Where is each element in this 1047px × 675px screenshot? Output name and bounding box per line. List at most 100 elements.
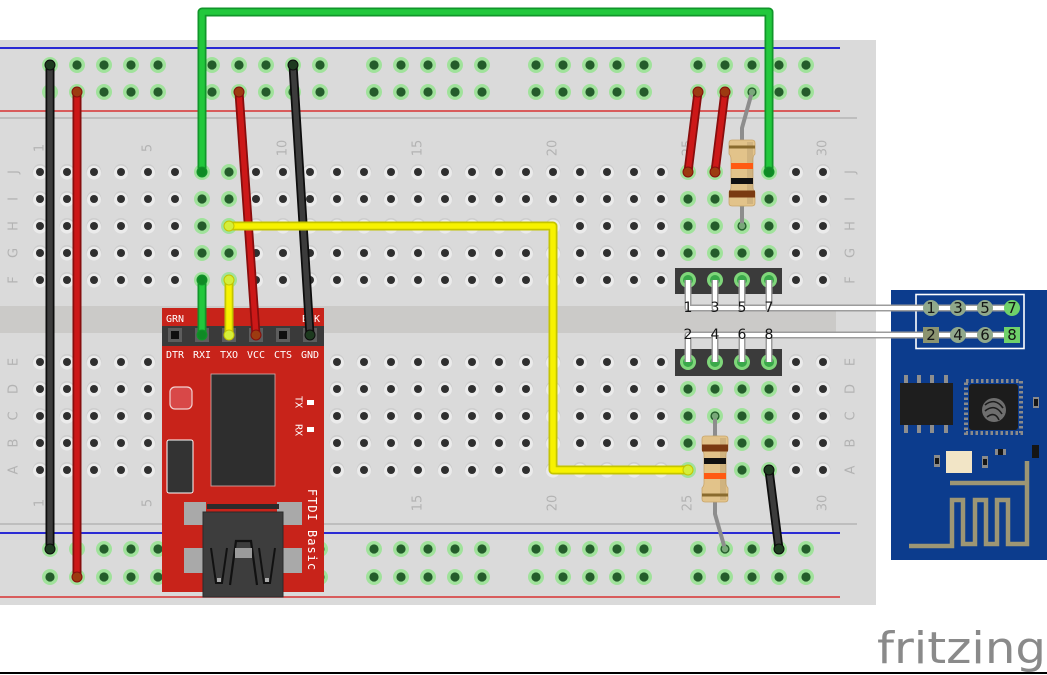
hole-C30[interactable]	[815, 408, 831, 424]
hole-C23[interactable]	[626, 408, 642, 424]
resistor-leg-end[interactable]	[738, 222, 746, 230]
hole-I20[interactable]	[545, 191, 561, 207]
hole-E12[interactable]	[329, 354, 345, 370]
hole-H6[interactable]	[167, 218, 183, 234]
wire-end-handle[interactable]	[287, 59, 299, 71]
hole-D22[interactable]	[599, 381, 615, 397]
wire-txo-to-esp[interactable]	[223, 220, 694, 476]
hole-A27[interactable]	[734, 462, 750, 478]
hole-F3[interactable]	[86, 272, 102, 288]
hole-D24[interactable]	[653, 381, 669, 397]
rail-hole-BP22[interactable]	[717, 569, 733, 585]
hole-G25[interactable]	[680, 245, 696, 261]
hole-J13[interactable]	[356, 164, 372, 180]
hole-D12[interactable]	[329, 381, 345, 397]
rail-hole-TN22[interactable]	[717, 57, 733, 73]
hole-I4[interactable]	[113, 191, 129, 207]
hole-H30[interactable]	[815, 218, 831, 234]
rail-hole-TN15[interactable]	[474, 57, 490, 73]
rail-hole-TN13[interactable]	[420, 57, 436, 73]
wire-end-handle[interactable]	[196, 274, 208, 286]
rail-hole-BN20[interactable]	[636, 541, 652, 557]
hole-B30[interactable]	[815, 435, 831, 451]
hole-D4[interactable]	[113, 381, 129, 397]
hole-I15[interactable]	[410, 191, 426, 207]
hole-B2[interactable]	[59, 435, 75, 451]
hole-A4[interactable]	[113, 462, 129, 478]
rail-hole-BN4[interactable]	[123, 541, 139, 557]
hole-G18[interactable]	[491, 245, 507, 261]
wire-ftdi-vcc[interactable]	[233, 86, 262, 341]
wire-end-handle[interactable]	[44, 59, 56, 71]
hole-C29[interactable]	[788, 408, 804, 424]
hole-D17[interactable]	[464, 381, 480, 397]
hole-G23[interactable]	[626, 245, 642, 261]
hole-J19[interactable]	[518, 164, 534, 180]
esp01-pin-2[interactable]: 2	[923, 326, 939, 344]
hole-D27[interactable]	[734, 381, 750, 397]
rail-hole-BN19[interactable]	[609, 541, 625, 557]
rail-hole-TP18[interactable]	[582, 84, 598, 100]
hole-F14[interactable]	[383, 272, 399, 288]
hole-J2[interactable]	[59, 164, 75, 180]
hole-J4[interactable]	[113, 164, 129, 180]
rail-hole-TN10[interactable]	[312, 57, 328, 73]
usb-mini-connector[interactable]	[184, 502, 302, 598]
hole-I12[interactable]	[329, 191, 345, 207]
wire-end-handle[interactable]	[223, 274, 235, 286]
rail-hole-TN19[interactable]	[609, 57, 625, 73]
hole-C28[interactable]	[761, 408, 777, 424]
ftdi-pin-cts[interactable]: CTS	[274, 328, 292, 361]
rail-hole-TP4[interactable]	[123, 84, 139, 100]
hole-H21[interactable]	[572, 218, 588, 234]
esp01-pin-5[interactable]: 5	[977, 299, 993, 317]
rail-hole-TN12[interactable]	[393, 57, 409, 73]
hole-D25[interactable]	[680, 381, 696, 397]
hole-I19[interactable]	[518, 191, 534, 207]
hole-F10[interactable]	[275, 272, 291, 288]
esp01-pin-4[interactable]: 4	[950, 326, 966, 344]
rail-hole-BN23[interactable]	[744, 541, 760, 557]
hole-D5[interactable]	[140, 381, 156, 397]
hole-J21[interactable]	[572, 164, 588, 180]
resistor-leg-end[interactable]	[721, 545, 729, 553]
wires[interactable]	[44, 7, 785, 583]
hole-B29[interactable]	[788, 435, 804, 451]
hole-B12[interactable]	[329, 435, 345, 451]
hole-I8[interactable]	[221, 191, 237, 207]
hole-E15[interactable]	[410, 354, 426, 370]
hole-B5[interactable]	[140, 435, 156, 451]
rail-hole-BP15[interactable]	[474, 569, 490, 585]
hole-F13[interactable]	[356, 272, 372, 288]
wire-end-handle[interactable]	[196, 329, 208, 341]
hole-I1[interactable]	[32, 191, 48, 207]
hole-A18[interactable]	[491, 462, 507, 478]
hole-I9[interactable]	[248, 191, 264, 207]
rail-hole-TP19[interactable]	[609, 84, 625, 100]
hole-E16[interactable]	[437, 354, 453, 370]
wire-end-handle[interactable]	[233, 86, 245, 98]
wire-end-handle[interactable]	[223, 220, 235, 232]
rail-hole-BN13[interactable]	[420, 541, 436, 557]
rail-hole-TN14[interactable]	[447, 57, 463, 73]
hole-H24[interactable]	[653, 218, 669, 234]
wire-end-handle[interactable]	[71, 86, 83, 98]
hole-G13[interactable]	[356, 245, 372, 261]
resistor-bottom[interactable]	[701, 412, 729, 553]
hole-E3[interactable]	[86, 354, 102, 370]
rail-hole-TN23[interactable]	[744, 57, 760, 73]
hole-I11[interactable]	[302, 191, 318, 207]
rail-hole-TP10[interactable]	[312, 84, 328, 100]
hole-J24[interactable]	[653, 164, 669, 180]
hole-B1[interactable]	[32, 435, 48, 451]
hole-C24[interactable]	[653, 408, 669, 424]
resistors[interactable]	[701, 88, 756, 553]
rail-hole-BN17[interactable]	[555, 541, 571, 557]
hole-H5[interactable]	[140, 218, 156, 234]
hole-F12[interactable]	[329, 272, 345, 288]
hole-J29[interactable]	[788, 164, 804, 180]
hole-H22[interactable]	[599, 218, 615, 234]
hole-C27[interactable]	[734, 408, 750, 424]
